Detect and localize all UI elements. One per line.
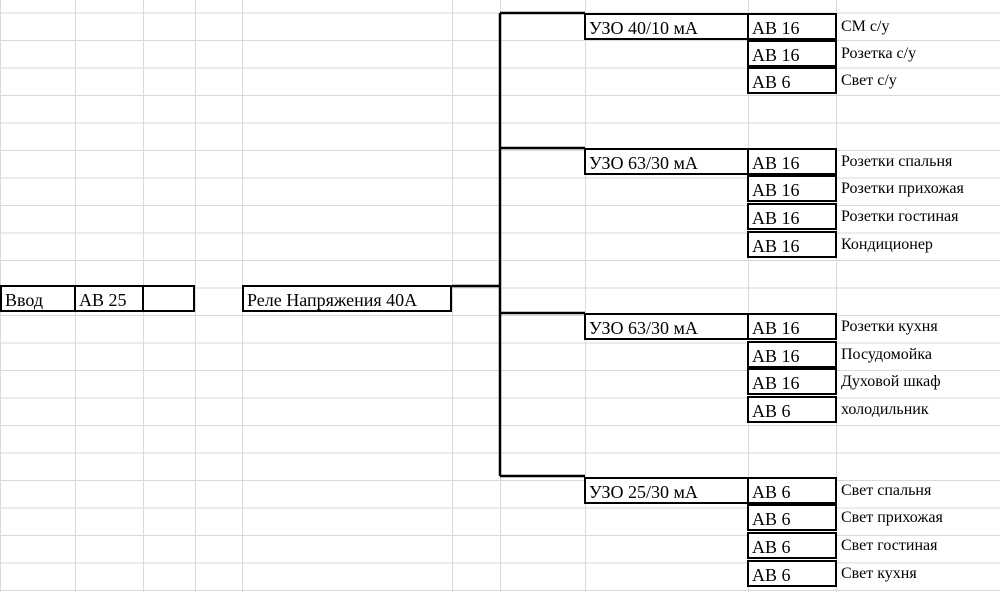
breaker-cell[interactable]: АВ 6 <box>747 67 837 94</box>
breaker-cell[interactable]: АВ 16 <box>747 175 837 202</box>
breaker-cell[interactable]: АВ 6 <box>747 477 837 504</box>
load-label[interactable]: Розетки прихожая <box>841 180 964 197</box>
load-label[interactable]: Свет гостиная <box>841 537 938 554</box>
load-label[interactable]: Розетка с/у <box>841 45 917 62</box>
load-label[interactable]: Духовой шкаф <box>841 373 941 390</box>
load-label[interactable]: холодильник <box>841 401 929 418</box>
breaker-cell[interactable]: АВ 6 <box>747 532 837 559</box>
breaker-cell[interactable]: АВ 6 <box>747 396 837 423</box>
breaker-cell[interactable]: АВ 6 <box>747 504 837 531</box>
load-label[interactable]: Розетки кухня <box>841 318 938 335</box>
breaker-cell[interactable]: АВ 16 <box>747 341 837 368</box>
rcd-cell[interactable]: УЗО 63/30 мА <box>584 148 749 175</box>
breaker-cell[interactable]: АВ 16 <box>747 203 837 230</box>
input-cell[interactable]: Ввод <box>0 285 76 312</box>
rcd-cell[interactable]: УЗО 63/30 мА <box>584 313 749 340</box>
rcd-cell[interactable]: УЗО 25/30 мА <box>584 477 749 504</box>
load-label[interactable]: Свет кухня <box>841 565 917 582</box>
main-breaker-cell[interactable]: АВ 25 <box>74 285 144 312</box>
breaker-cell[interactable]: АВ 16 <box>747 148 837 175</box>
breaker-cell[interactable]: АВ 16 <box>747 368 837 395</box>
load-label[interactable]: Свет прихожая <box>841 509 943 526</box>
load-label[interactable]: Свет спальня <box>841 482 932 499</box>
load-label[interactable]: Свет с/у <box>841 72 897 89</box>
load-label[interactable]: СМ с/у <box>841 18 890 35</box>
breaker-cell[interactable]: АВ 6 <box>747 560 837 587</box>
load-label[interactable]: Кондиционер <box>841 236 933 253</box>
breaker-cell[interactable]: АВ 16 <box>747 13 837 40</box>
load-label[interactable]: Посудомойка <box>841 346 932 363</box>
breaker-cell[interactable]: АВ 16 <box>747 40 837 67</box>
load-label[interactable]: Розетки гостиная <box>841 208 959 225</box>
breaker-cell[interactable]: АВ 16 <box>747 231 837 258</box>
load-label[interactable]: Розетки спальня <box>841 153 953 170</box>
rcd-cell[interactable]: УЗО 40/10 мА <box>584 13 749 40</box>
voltage-relay-cell[interactable]: Реле Напряжения 40А <box>242 285 452 312</box>
empty-breaker-cell[interactable] <box>142 285 195 312</box>
breaker-cell[interactable]: АВ 16 <box>747 313 837 340</box>
